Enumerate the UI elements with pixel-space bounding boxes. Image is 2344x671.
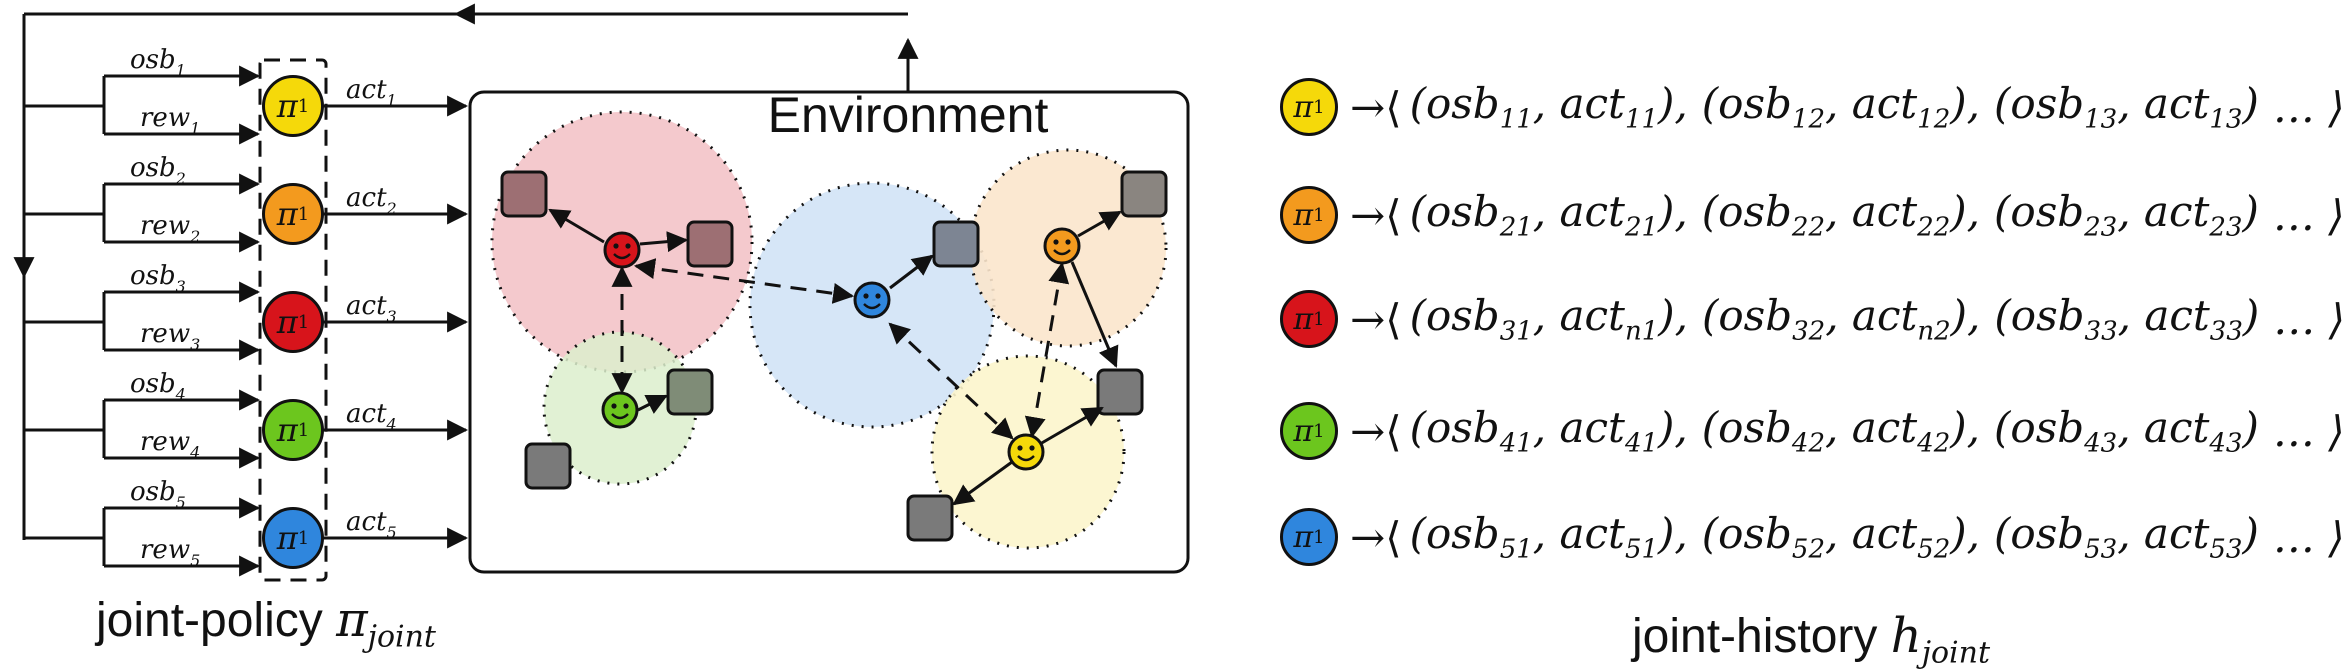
observation-label: osb2 <box>130 153 186 188</box>
joint-history-symbol: hjoint <box>1890 608 1990 671</box>
history-arrow: →⟨ <box>1350 406 1402 456</box>
joint-history-caption: joint-history hjoint <box>1632 608 1990 671</box>
agent-row <box>24 65 469 145</box>
history-pair: (osb51, act51), <box>1409 509 1688 565</box>
observation-label: osb5 <box>130 477 186 512</box>
history-ellipsis: … ⟩ <box>2272 190 2344 240</box>
history-pair: (osb42, act42), <box>1701 403 1981 459</box>
object-square <box>686 220 734 268</box>
agent-rows: osb1 rew1 act1 osb2 rew2 act2 osb3 rew3 act3 osb4… <box>24 45 469 577</box>
joint-history-symbol-char: h <box>1890 608 1922 664</box>
feedback-loop <box>13 3 919 540</box>
history-pair: (osb11, act11), <box>1409 79 1688 135</box>
joint-policy-caption-text: joint-policy <box>96 594 323 647</box>
policy-subscript: 1 <box>297 203 310 225</box>
history-pair: (osb32, actn2), <box>1702 291 1981 347</box>
observation-label: osb1 <box>130 45 186 80</box>
object-square <box>524 442 572 490</box>
object-square <box>906 494 954 542</box>
policy-symbol: π <box>276 195 298 233</box>
policy-subscript: 1 <box>297 311 310 333</box>
reward-label: rew4 <box>140 427 200 462</box>
policy-symbol: π <box>276 303 298 341</box>
object-square <box>932 220 980 268</box>
object-square <box>666 368 714 416</box>
history-ellipsis: … ⟩ <box>2272 82 2344 132</box>
environment-label: Environment <box>768 87 1049 143</box>
object-square <box>500 170 548 218</box>
policy-subscript: 1 <box>297 95 310 117</box>
history-pair: (osb52, act52), <box>1701 509 1981 565</box>
policy-subscript: 1 <box>297 419 310 441</box>
history-pair: (osb21, act21), <box>1409 187 1688 243</box>
history-pair: (osb43, act43) <box>1994 403 2259 459</box>
joint-policy-symbol-char: π <box>336 592 368 648</box>
agent-smiley-icon <box>601 391 639 429</box>
history-arrow: →⟨ <box>1350 512 1402 562</box>
history-arrow: →⟨ <box>1350 190 1402 240</box>
history-pair: (osb33, act33) <box>1994 291 2260 347</box>
object-square <box>1096 368 1144 416</box>
history-ellipsis: … ⟩ <box>2272 406 2344 456</box>
action-label: act2 <box>346 183 397 218</box>
agent-row <box>24 389 469 469</box>
observation-label: osb4 <box>130 369 186 404</box>
joint-history-subscript: joint <box>1921 635 1991 671</box>
history-arrow: →⟨ <box>1350 294 1402 344</box>
history-pair: (osb12, act12), <box>1701 79 1981 135</box>
agent-smiley-icon <box>1007 433 1045 471</box>
policy-symbol: π <box>276 87 298 125</box>
reward-label: rew2 <box>140 211 200 246</box>
history-pair: (osb23, act23) <box>1994 187 2259 243</box>
reward-label: rew5 <box>140 535 200 570</box>
action-label: act4 <box>346 399 397 434</box>
policy-symbol: π <box>276 411 298 449</box>
joint-policy-box <box>258 58 328 582</box>
action-label: act3 <box>346 291 397 326</box>
agent-row <box>24 281 469 361</box>
joint-policy-subscript: joint <box>367 619 436 655</box>
observation-label: osb3 <box>130 261 186 296</box>
joint-history-caption-text: joint-history <box>1632 610 1878 663</box>
environment-box: Environment <box>468 87 1190 574</box>
history-ellipsis: … ⟩ <box>2272 512 2344 562</box>
history-pair: (osb31, actn1), <box>1409 291 1688 347</box>
reward-label: rew1 <box>140 103 200 138</box>
action-label: act1 <box>346 75 397 110</box>
policy-subscript: 1 <box>297 527 310 549</box>
history-ellipsis: … ⟩ <box>2273 294 2344 344</box>
history-pair: (osb22, act22), <box>1701 187 1981 243</box>
reward-label: rew3 <box>140 319 200 354</box>
policy-symbol: π <box>276 519 298 557</box>
joint-policy-caption: joint-policy πjoint <box>96 592 436 655</box>
object-square <box>1120 170 1168 218</box>
agent-smiley-icon <box>1043 227 1081 265</box>
history-pair: (osb13, act13) <box>1994 79 2259 135</box>
agent-smiley-icon <box>853 281 891 319</box>
joint-policy-symbol: πjoint <box>336 592 436 655</box>
action-label: act5 <box>346 507 397 542</box>
agent-row <box>24 173 469 253</box>
history-pair: (osb53, act53) <box>1994 509 2259 565</box>
history-pair: (osb41, act41), <box>1409 403 1688 459</box>
history-arrow: →⟨ <box>1350 82 1402 132</box>
agent-row <box>24 497 469 577</box>
agent-smiley-icon <box>603 231 641 269</box>
